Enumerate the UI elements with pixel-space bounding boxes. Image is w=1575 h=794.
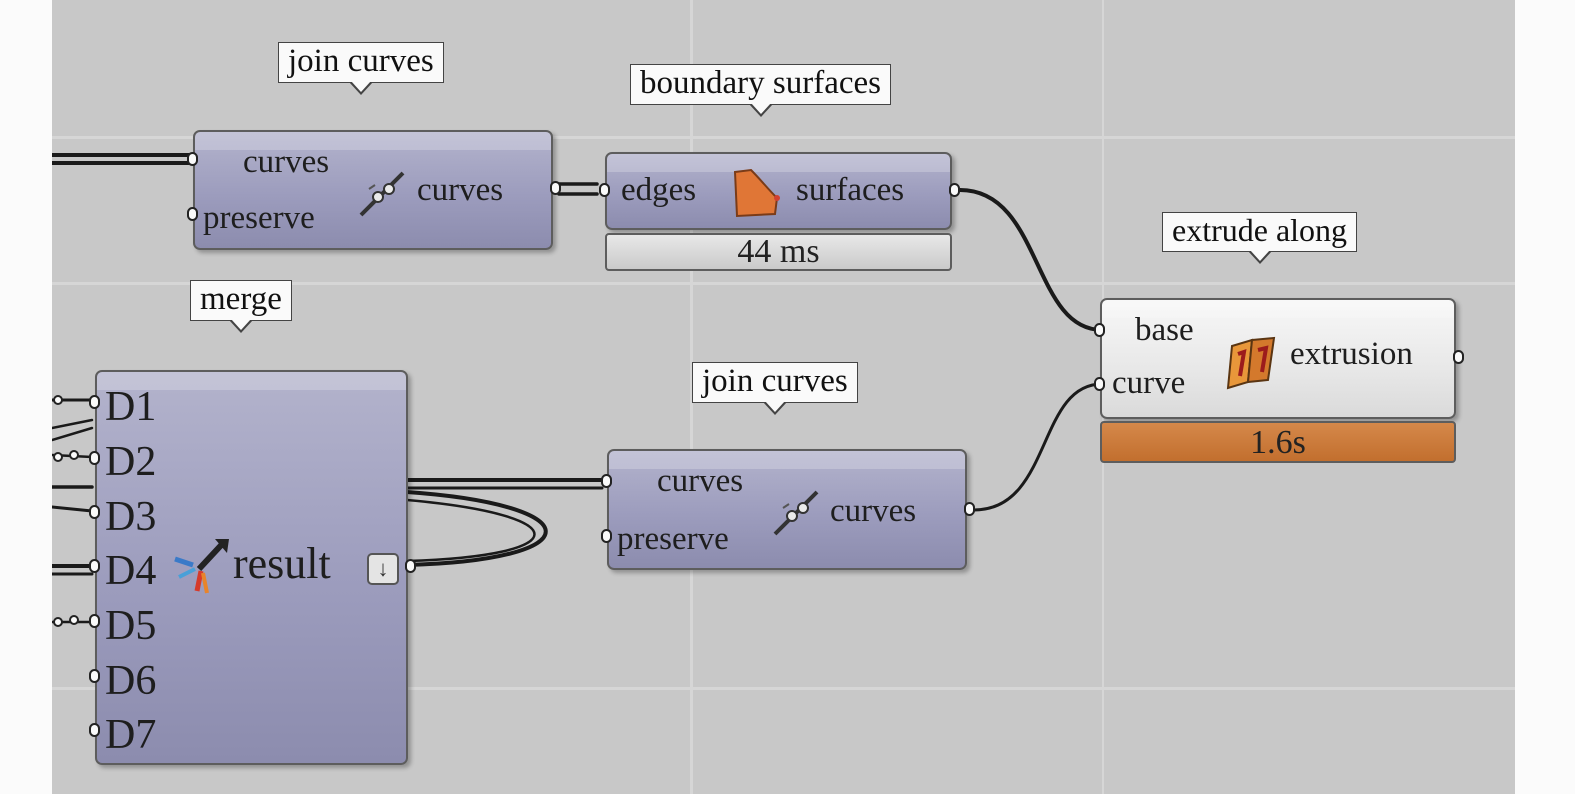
- wire-in-d3b: [52, 505, 94, 513]
- wire-in-d2b: [52, 426, 94, 442]
- join-curves-component[interactable]: curves preserve curves: [193, 130, 553, 250]
- output-port-extrusion[interactable]: [1453, 350, 1464, 364]
- join-curves-component[interactable]: curves preserve curves: [607, 449, 967, 570]
- grid-line-horizontal: [52, 136, 1515, 139]
- input-port-preserve[interactable]: [187, 207, 198, 221]
- timer-text: 1.6s: [1250, 424, 1306, 461]
- input-label-d5: D5: [105, 603, 157, 649]
- output-port-result[interactable]: [405, 559, 416, 573]
- boundary-surface-icon: [733, 168, 780, 218]
- output-port-curves[interactable]: [550, 181, 561, 195]
- tooltip-boundary-surfaces: boundary surfaces: [630, 64, 891, 117]
- tooltip-extrude-along: extrude along: [1162, 212, 1358, 264]
- output-label-surfaces: surfaces: [796, 172, 905, 208]
- join-curves-icon: [359, 171, 405, 217]
- timer-text: 44 ms: [737, 233, 820, 270]
- input-label-d6: D6: [105, 658, 157, 704]
- timer-badge-boundary: 44 ms: [605, 233, 952, 271]
- wire-surfaces-to-base: [958, 188, 1104, 332]
- tooltip-text: boundary surfaces: [640, 65, 881, 101]
- input-label-d4: D4: [105, 548, 157, 594]
- input-label-curves: curves: [657, 463, 744, 499]
- boundary-surfaces-component[interactable]: edges surfaces: [605, 152, 952, 230]
- extrude-icon: [1226, 336, 1276, 390]
- input-port-curves[interactable]: [187, 152, 198, 166]
- extrude-along-component[interactable]: base curve extrusion: [1100, 298, 1456, 419]
- wire-layer: [52, 153, 1104, 627]
- input-port-d1[interactable]: [89, 395, 100, 409]
- input-label-d1: D1: [105, 384, 157, 430]
- dropdown-button[interactable]: ↓: [367, 553, 399, 585]
- input-label-preserve: preserve: [203, 200, 315, 236]
- merge-component[interactable]: D1 D2 D3 D4 D5 D6 D7 result ↓: [95, 370, 408, 765]
- output-label-curves: curves: [417, 172, 504, 208]
- input-label-edges: edges: [621, 172, 697, 208]
- input-port-d6[interactable]: [89, 669, 100, 683]
- input-port-base[interactable]: [1094, 323, 1105, 337]
- wire-merge-loop: [405, 490, 548, 567]
- tooltip-text: extrude along: [1172, 212, 1348, 248]
- input-port-d3[interactable]: [89, 505, 100, 519]
- input-label-d7: D7: [105, 712, 157, 758]
- input-port-preserve[interactable]: [601, 529, 612, 543]
- tooltip-merge: merge: [190, 280, 292, 333]
- tooltip-join-curves-bottom: join curves: [692, 362, 858, 415]
- tooltip-text: merge: [200, 281, 282, 317]
- wire-in-d2a: [52, 418, 94, 430]
- input-label-curves: curves: [243, 144, 330, 180]
- input-label-curve: curve: [1112, 365, 1186, 401]
- input-port-edges[interactable]: [599, 183, 610, 197]
- output-label-result: result: [233, 539, 331, 588]
- merge-icon: [174, 538, 229, 594]
- input-label-preserve: preserve: [617, 521, 729, 557]
- tooltip-text: join curves: [288, 43, 434, 79]
- input-port-d7[interactable]: [89, 723, 100, 737]
- output-port-curves[interactable]: [964, 502, 975, 516]
- input-label-d2: D2: [105, 439, 157, 485]
- output-label-extrusion: extrusion: [1290, 336, 1413, 372]
- join-curves-icon: [773, 490, 819, 536]
- input-port-d2[interactable]: [89, 451, 100, 465]
- output-label-curves: curves: [830, 493, 917, 529]
- grasshopper-canvas[interactable]: join curves curves preserve curves bound…: [52, 0, 1515, 794]
- input-port-d4[interactable]: [89, 559, 100, 573]
- tooltip-join-curves-top: join curves: [278, 42, 444, 95]
- input-port-d5[interactable]: [89, 614, 100, 628]
- output-port-surfaces[interactable]: [949, 183, 960, 197]
- grid-line-vertical: [690, 0, 693, 794]
- grid-line-horizontal: [52, 687, 1515, 690]
- timer-badge-extrude: 1.6s: [1100, 421, 1456, 463]
- wire-curves-to-curve: [972, 382, 1104, 512]
- tooltip-text: join curves: [702, 363, 848, 399]
- arrow-down-icon: ↓: [377, 556, 389, 581]
- wire-merge-loop-2: [405, 498, 536, 563]
- input-port-curve[interactable]: [1094, 377, 1105, 391]
- input-label-base: base: [1135, 312, 1194, 348]
- input-label-d3: D3: [105, 494, 157, 540]
- grid-line-horizontal: [52, 282, 1515, 285]
- input-port-curves[interactable]: [601, 474, 612, 488]
